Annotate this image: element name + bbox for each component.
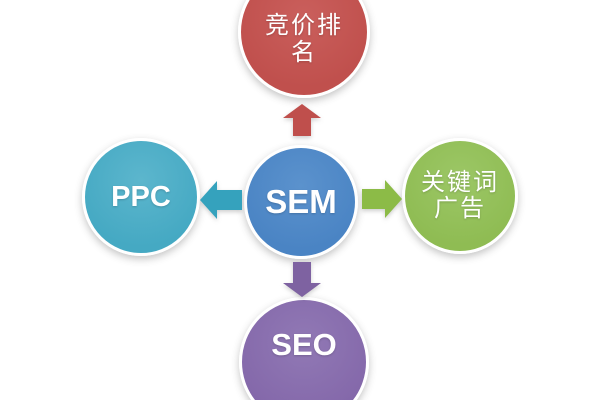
- right-arrow-shape: [362, 180, 402, 218]
- node-keyword-ads: 关键词 广告: [402, 138, 518, 254]
- left-arrow-icon: [200, 181, 242, 219]
- right-arrow-icon: [362, 180, 402, 218]
- node-label: SEM: [265, 183, 337, 220]
- down-arrow-icon: [283, 262, 321, 297]
- node-seo: SEO: [239, 297, 369, 400]
- up-arrow-shape: [283, 104, 321, 136]
- up-arrow-icon: [283, 104, 321, 136]
- node-label: 名: [291, 39, 317, 66]
- node-label: PPC: [111, 181, 171, 213]
- node-label: 广告: [434, 195, 486, 222]
- node-bidding-ranking: 竞价排 名: [238, 0, 370, 98]
- node-ppc: PPC: [82, 138, 200, 256]
- left-arrow-shape: [200, 181, 242, 219]
- node-label: 关键词: [421, 169, 499, 196]
- node-label: SEO: [271, 327, 337, 362]
- node-label: 竞价排: [265, 12, 343, 39]
- down-arrow-shape: [283, 262, 321, 297]
- node-sem-center: SEM: [244, 145, 358, 259]
